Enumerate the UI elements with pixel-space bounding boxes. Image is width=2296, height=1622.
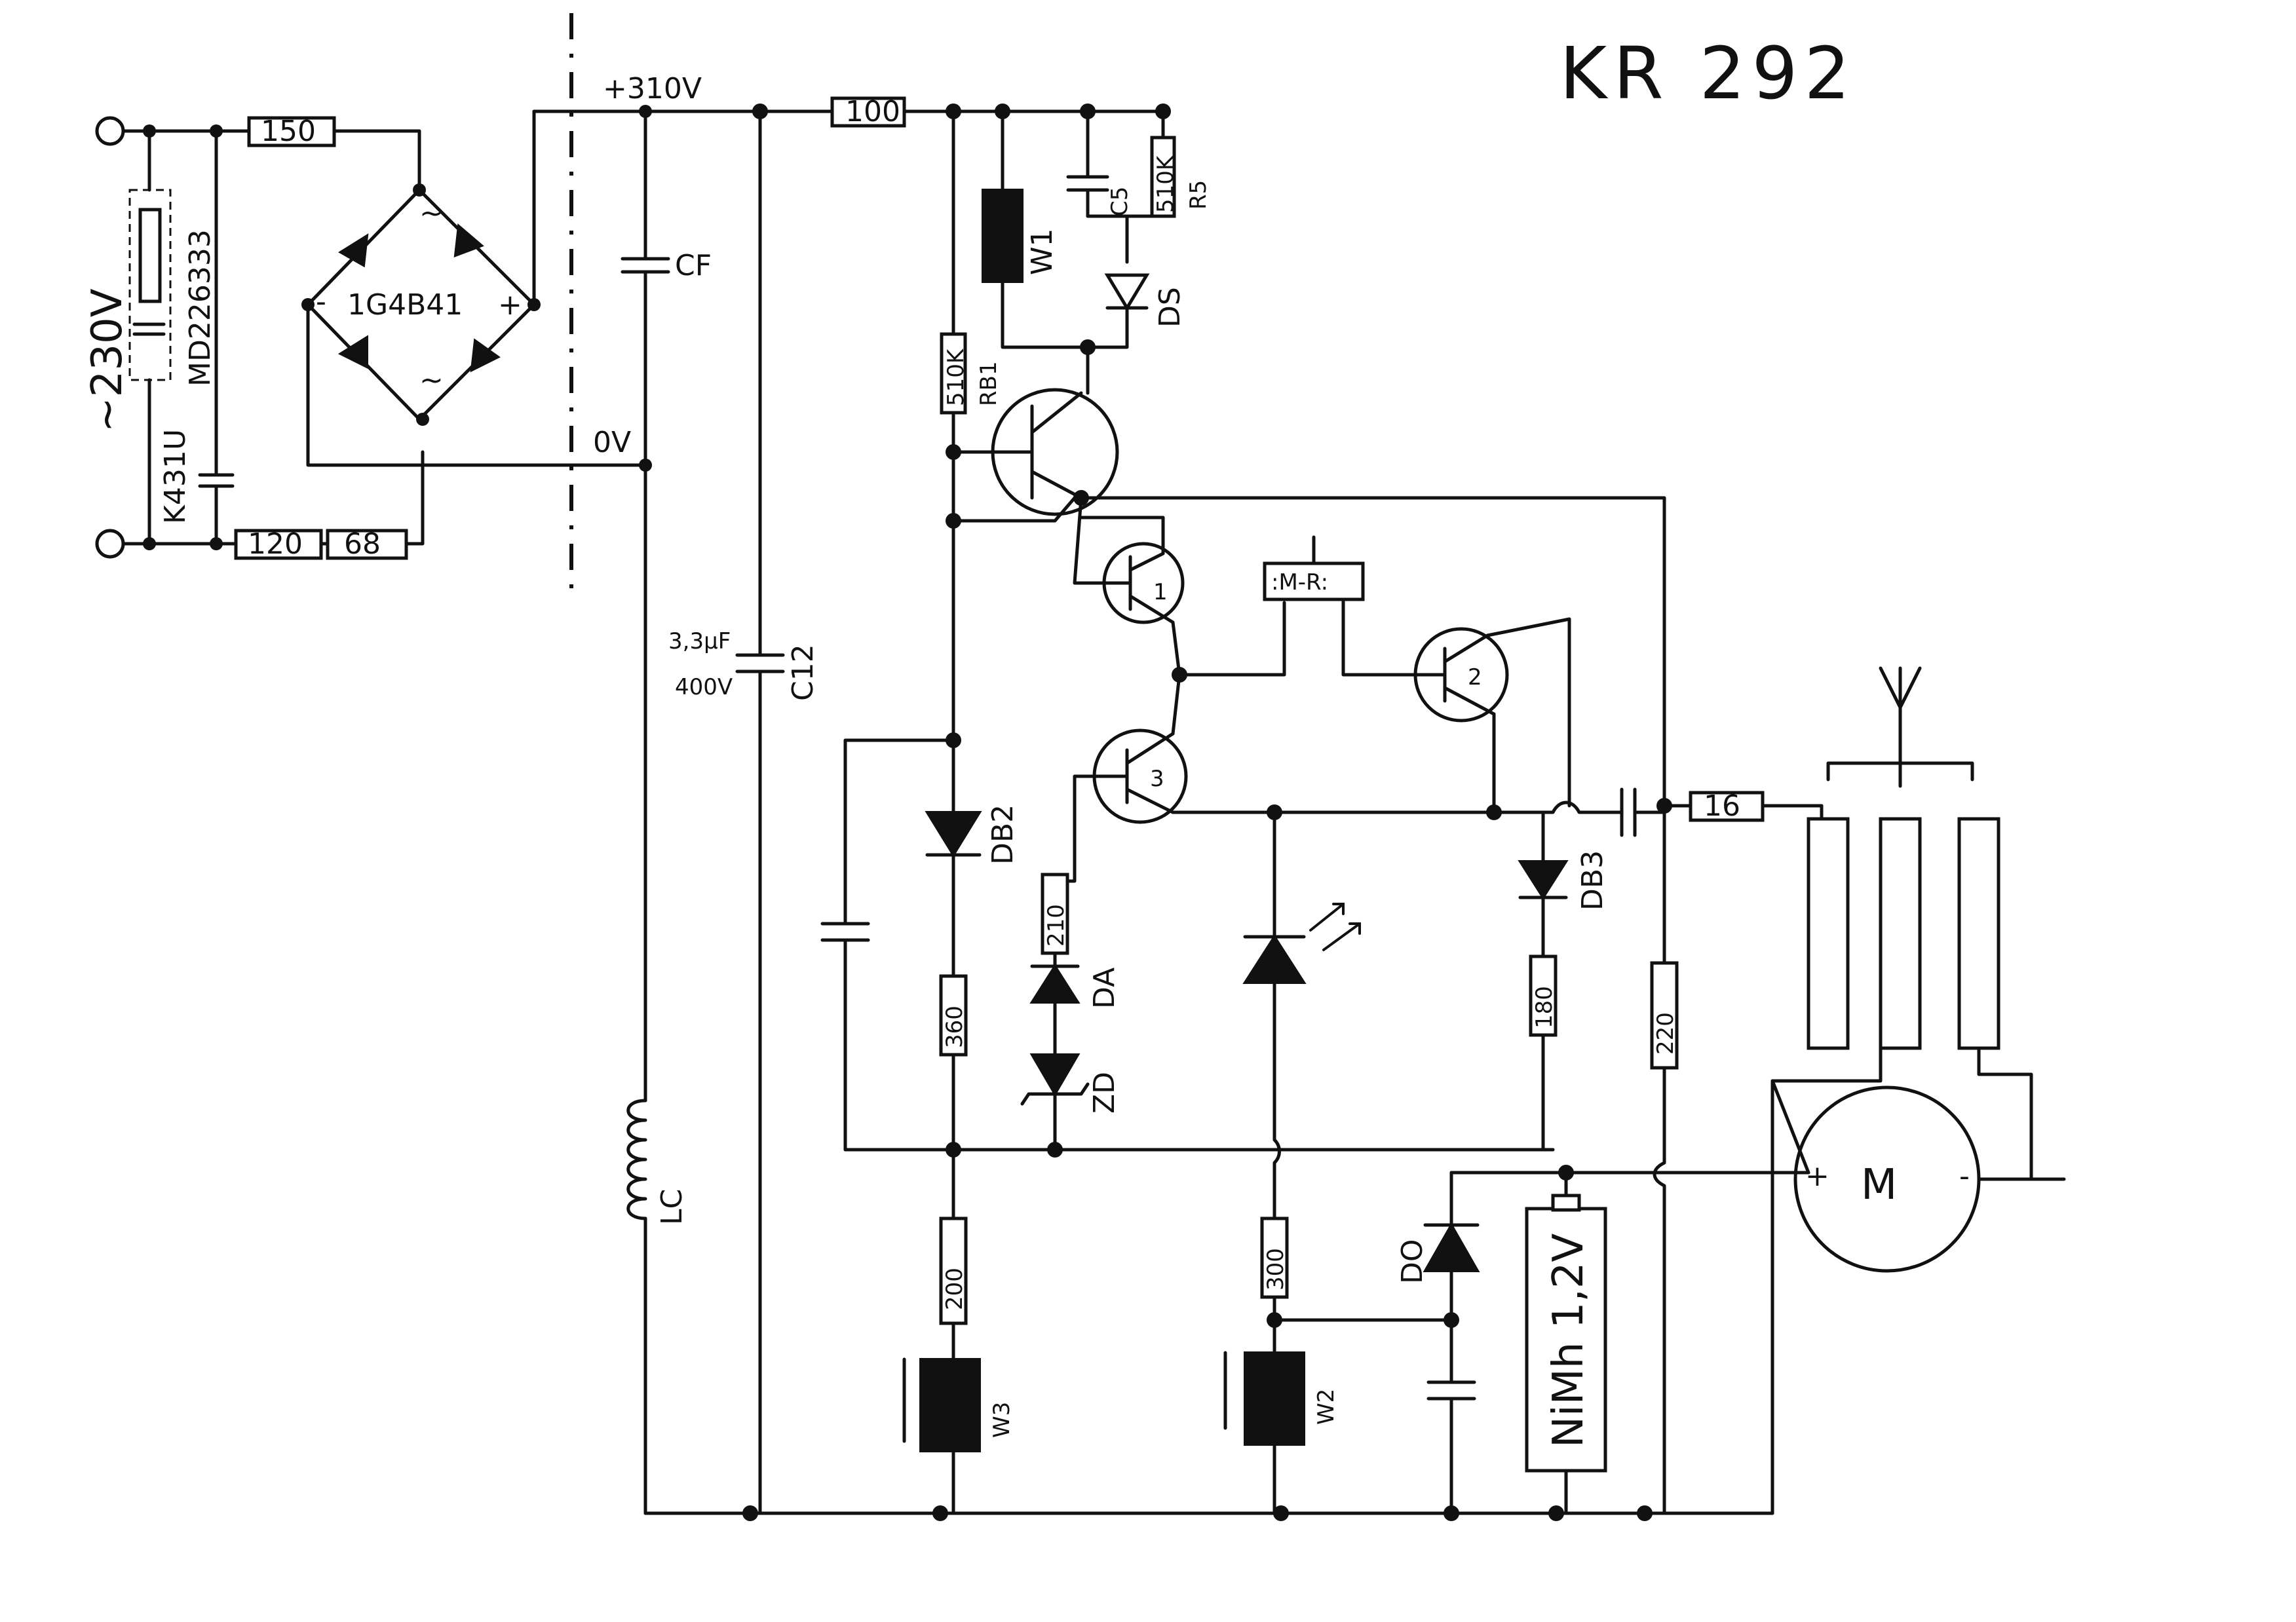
diode-ds <box>1104 273 1150 311</box>
coil-w2 <box>1244 1351 1305 1446</box>
transistor-2-label: 2 <box>1468 664 1482 690</box>
resistor-68 <box>326 529 408 560</box>
mr-connector <box>1263 561 1365 601</box>
coil-w1 <box>982 189 1024 283</box>
zd-label: ZD <box>1088 1072 1121 1114</box>
diode-db3 <box>1518 860 1569 900</box>
resistor-16-label: 16 <box>1704 789 1740 823</box>
coil-w3 <box>919 1358 981 1452</box>
c12-value-label: 3,3μF <box>668 628 731 654</box>
motor-label: M <box>1861 1161 1897 1209</box>
blade-contact-2 <box>1879 817 1922 1050</box>
w1-label: W1 <box>1025 229 1059 276</box>
rail-high-label: +310V <box>603 72 702 105</box>
r5-value-label: 510K <box>1153 155 1179 213</box>
resistor-150 <box>247 116 336 147</box>
rb1-label: RB1 <box>976 361 1002 406</box>
led <box>1242 934 1307 984</box>
motor-minus-label: - <box>1959 1160 1970 1193</box>
transistor-2: 2 <box>1413 627 1509 723</box>
w2-label: W2 <box>1313 1389 1339 1425</box>
c12-voltage-label: 400V <box>675 674 733 700</box>
resistor-210-label: 210 <box>1043 904 1069 947</box>
cf-label: CF <box>675 249 712 282</box>
inductor-lc <box>626 1099 647 1220</box>
bridge-plus: + <box>498 288 522 322</box>
w3-label: W3 <box>989 1402 1015 1438</box>
r5-label: R5 <box>1185 180 1212 210</box>
ds-label: DS <box>1153 287 1187 328</box>
lc-label: LC <box>655 1189 689 1225</box>
blade-contact-1 <box>1807 817 1850 1050</box>
diode-db2 <box>925 811 982 858</box>
diode-da <box>1029 964 1081 1004</box>
c5-label: C5 <box>1107 187 1133 216</box>
resistor-68-label: 68 <box>344 527 381 561</box>
main-transistor <box>951 345 1119 516</box>
resistor-180-label: 180 <box>1531 986 1558 1028</box>
bridge-ac2: ~ <box>419 364 444 397</box>
motor-plus-label: + <box>1805 1160 1829 1193</box>
battery-label: NiMh 1,2V <box>1544 1233 1593 1448</box>
mains-terminal-bottom <box>95 529 125 559</box>
resistor-220-label: 220 <box>1653 1012 1679 1055</box>
bridge-ac1: ~ <box>419 197 444 230</box>
blade-contact-3 <box>1957 817 2000 1050</box>
mains-input-section: ~230V 150 120 68 MD226333 K431U <box>83 115 425 561</box>
transistor-1: 1 <box>1102 542 1185 624</box>
mains-voltage-label: ~230V <box>83 288 132 432</box>
resistor-300-label: 300 <box>1263 1248 1289 1291</box>
zener-zd <box>1029 1053 1081 1097</box>
rail-low-label: 0V <box>593 426 631 459</box>
c12-label: C12 <box>786 644 820 701</box>
bridge-minus: - <box>316 285 326 318</box>
resistor-120-label: 120 <box>248 527 303 561</box>
resistor-360-label: 360 <box>942 1006 968 1048</box>
resistor-100 <box>830 96 906 128</box>
resistor-rb1 <box>940 332 967 415</box>
transistor-1-label: 1 <box>1153 579 1168 605</box>
db3-label: DB3 <box>1576 850 1609 911</box>
db2-label: DB2 <box>986 804 1020 865</box>
transistor-3-label: 3 <box>1150 766 1164 792</box>
x-cap-label: K431U <box>159 429 192 524</box>
diode-do <box>1423 1222 1480 1272</box>
resistor-150-label: 150 <box>261 115 316 148</box>
da-label: DA <box>1088 968 1121 1009</box>
mr-label: :M-R: <box>1271 569 1328 595</box>
bridge-part-label: 1G4B41 <box>347 288 463 322</box>
mains-terminal-top <box>95 116 125 146</box>
battery-nimh <box>1525 1207 1607 1473</box>
resistor-360 <box>939 974 968 1057</box>
rb1-value-label: 510K <box>943 348 969 406</box>
filter-cap-label: MD226333 <box>183 229 217 387</box>
schematic-title: KR 292 <box>1559 31 1857 115</box>
resistor-100-label: 100 <box>845 95 900 128</box>
resistor-300 <box>1260 1216 1289 1299</box>
resistor-200-label: 200 <box>942 1268 968 1310</box>
do-label: DO <box>1396 1239 1429 1284</box>
transistor-3: 3 <box>1092 728 1188 824</box>
bridge-rectifier: 1G4B41 ~ ~ + - <box>301 109 647 467</box>
